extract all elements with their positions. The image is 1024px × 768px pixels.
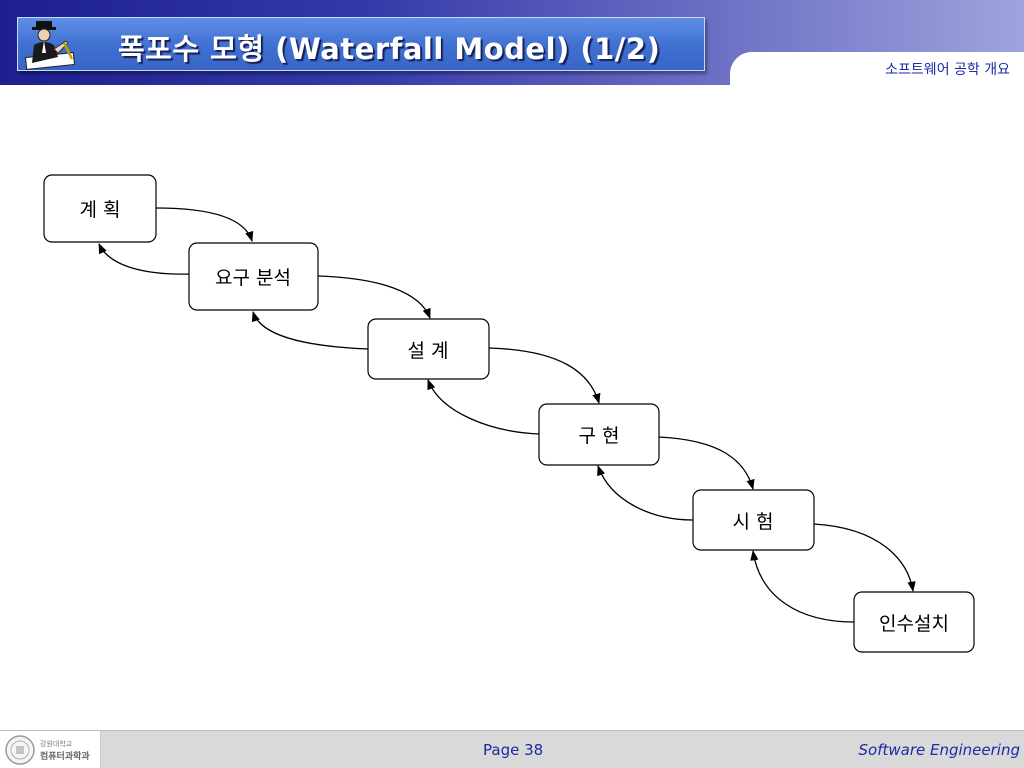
backward-arrow xyxy=(750,549,855,623)
forward-arrow xyxy=(155,207,254,242)
section-subtitle: 소프트웨어 공학 개요 xyxy=(885,62,1010,78)
university-name: 강원대학교 xyxy=(40,740,73,748)
course-name: Software Engineering xyxy=(858,741,1020,759)
stage-label: 인수설치 xyxy=(879,613,949,635)
stage-box-design: 설 계 xyxy=(367,318,490,380)
university-logo: 강원대학교 컴퓨터과학과 xyxy=(0,731,101,768)
stage-label: 구 현 xyxy=(579,425,620,447)
footer-bar: 강원대학교 컴퓨터과학과 Page 38 Software Engineerin… xyxy=(0,730,1024,768)
forward-arrow xyxy=(317,275,431,319)
stage-box-requirements: 요구 분석 xyxy=(188,242,319,311)
backward-arrow xyxy=(597,465,694,521)
university-seal-icon xyxy=(5,735,35,765)
stage-label: 시 험 xyxy=(733,511,774,533)
stage-box-testing: 시 험 xyxy=(692,489,815,551)
forward-arrow xyxy=(488,347,601,404)
page-title: 폭포수 모형 (Waterfall Model) (1/2) xyxy=(118,32,661,66)
forward-arrow xyxy=(813,523,916,593)
title-box: 폭포수 모형 (Waterfall Model) (1/2) xyxy=(17,17,705,71)
backward-arrow xyxy=(427,379,540,435)
subtitle-tab: 소프트웨어 공학 개요 xyxy=(730,52,1024,85)
stage-label: 요구 분석 xyxy=(215,267,291,289)
backward-arrow xyxy=(251,311,369,350)
person-writing-icon xyxy=(24,21,76,71)
stage-box-planning: 계 획 xyxy=(43,174,157,243)
stage-box-installation: 인수설치 xyxy=(853,591,975,653)
department-name: 컴퓨터과학과 xyxy=(40,752,90,762)
header-bar: 폭포수 모형 (Waterfall Model) (1/2) 소프트웨어 공학 … xyxy=(0,0,1024,85)
page-number: Page 38 xyxy=(483,741,544,759)
stage-label: 설 계 xyxy=(408,340,449,362)
stage-box-implementation: 구 현 xyxy=(538,403,660,466)
forward-arrow xyxy=(658,436,755,491)
backward-arrow xyxy=(98,243,190,275)
stage-label: 계 획 xyxy=(80,199,121,221)
